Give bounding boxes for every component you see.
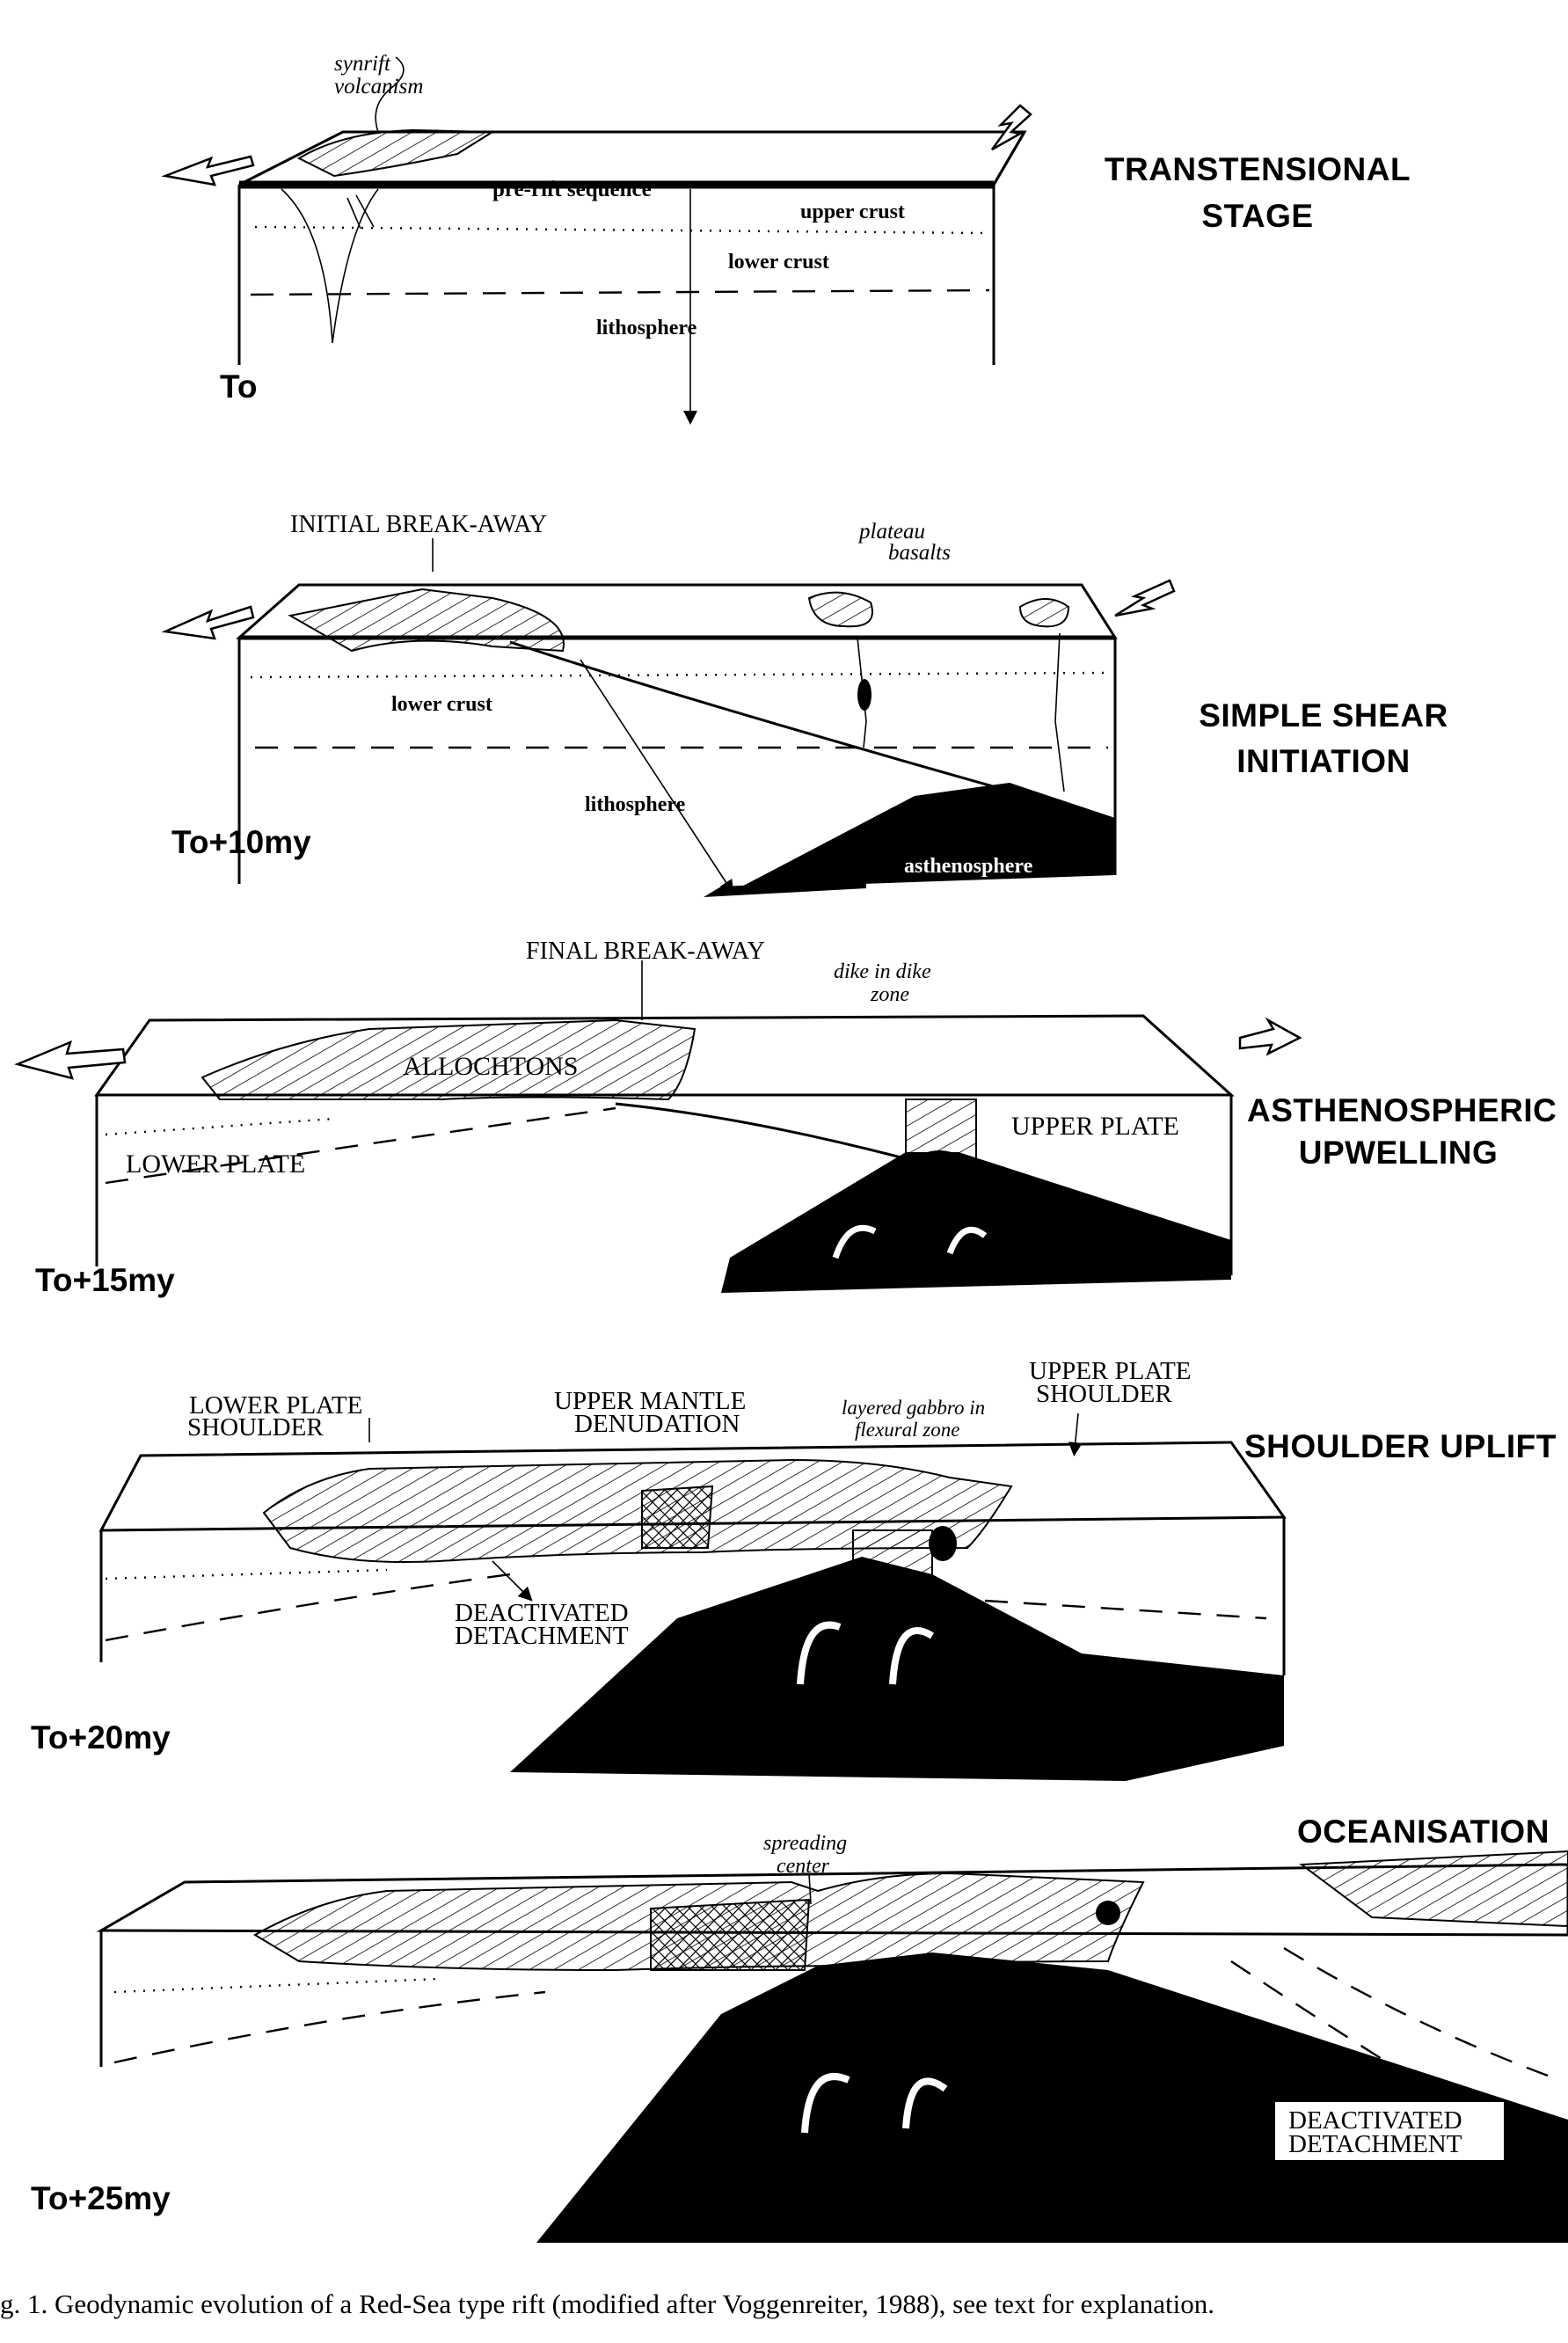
figure-caption: g. 1. Geodynamic evolution of a Red-Sea …	[0, 2288, 1214, 2319]
time-label: To	[220, 369, 257, 405]
stage-title: OCEANISATION	[1297, 1814, 1550, 1850]
asthenosphere-body	[730, 783, 1115, 893]
lithosphere-label: lithosphere	[585, 793, 686, 816]
stage-title: SHOULDER UPLIFT	[1244, 1428, 1557, 1464]
dike-label: dike in dike	[834, 960, 931, 983]
lower-crust-label: lower crust	[728, 251, 829, 274]
upper-crust-label: upper crust	[800, 201, 905, 223]
upper-mantle-label: UPPER MANTLE	[554, 1387, 746, 1415]
denudation-label: DENUDATION	[574, 1410, 740, 1438]
stage-title: STAGE	[1201, 198, 1313, 234]
volcanism-label: volcanism	[334, 75, 423, 99]
stage-title: INITIATION	[1236, 743, 1411, 779]
breakaway-label: FINAL BREAK-AWAY	[526, 938, 765, 965]
time-label: To+15my	[35, 1262, 175, 1298]
lower-plate-label: LOWER PLATE	[126, 1150, 305, 1179]
shoulder-label: SHOULDER	[1036, 1380, 1172, 1408]
breakaway-label: INITIAL BREAK-AWAY	[290, 511, 547, 538]
gabbro-label: layered gabbro in	[842, 1397, 985, 1419]
dike-zone-label: zone	[870, 983, 909, 1006]
synrift-label: synrift	[334, 52, 391, 76]
panel-asthenospheric: FINAL BREAK-AWAY dike in dike zone ALLOC…	[14, 938, 1557, 1298]
flexural-zone-label: flexural zone	[855, 1419, 959, 1441]
stage-title: UPWELLING	[1299, 1135, 1498, 1171]
stage-title: ASTHENOSPHERIC	[1247, 1092, 1557, 1128]
asthenosphere-body	[536, 1952, 1568, 2243]
asthenosphere-label: asthenosphere	[904, 855, 1033, 878]
extension-arrow-right	[990, 104, 1032, 151]
basalts-label: basalts	[888, 541, 951, 565]
panel-simple-shear: INITIAL BREAK-AWAY plateau basalts lower…	[161, 511, 1448, 897]
stage-title: TRANSTENSIONAL	[1105, 151, 1411, 187]
upper-plate-shoulder-label: UPPER PLATE	[1029, 1357, 1192, 1385]
lower-crust-label: lower crust	[391, 693, 492, 716]
time-label: To+10my	[171, 824, 311, 860]
detachment-label: DETACHMENT	[455, 1622, 629, 1650]
allochtons-label: ALLOCHTONS	[403, 1052, 578, 1081]
spreading-label: spreading	[763, 1832, 847, 1855]
lower-plate-shoulder-label: LOWER PLATE	[189, 1391, 362, 1420]
time-label: To+25my	[31, 2180, 171, 2216]
extension-arrow-left	[161, 155, 255, 186]
lithosphere-label: lithosphere	[596, 317, 697, 339]
upper-plate-label: UPPER PLATE	[1011, 1112, 1179, 1141]
shoulder-label: SHOULDER	[187, 1413, 324, 1442]
detachment-label: DETACHMENT	[1288, 2130, 1462, 2158]
deactivated-label: DEACTIVATED	[1288, 2106, 1462, 2135]
asthenosphere-body	[721, 1152, 1231, 1293]
center-label: center	[777, 1855, 830, 1878]
prerift-label: pre-rift sequence	[492, 178, 652, 201]
panel-oceanisation: spreading center DEACTIVATED DETACHMENT …	[31, 1814, 1568, 2243]
deactivated-label: DEACTIVATED	[455, 1599, 629, 1627]
time-label: To+20my	[31, 1719, 171, 1755]
stage-title: SIMPLE SHEAR	[1199, 697, 1448, 734]
panel-transtensional: synrift volcanism pre-rift sequence uppe…	[161, 52, 1411, 425]
panel-shoulder-uplift: LOWER PLATE SHOULDER UPPER MANTLE DENUDA…	[31, 1357, 1557, 1781]
plateau-label: plateau	[857, 520, 925, 544]
